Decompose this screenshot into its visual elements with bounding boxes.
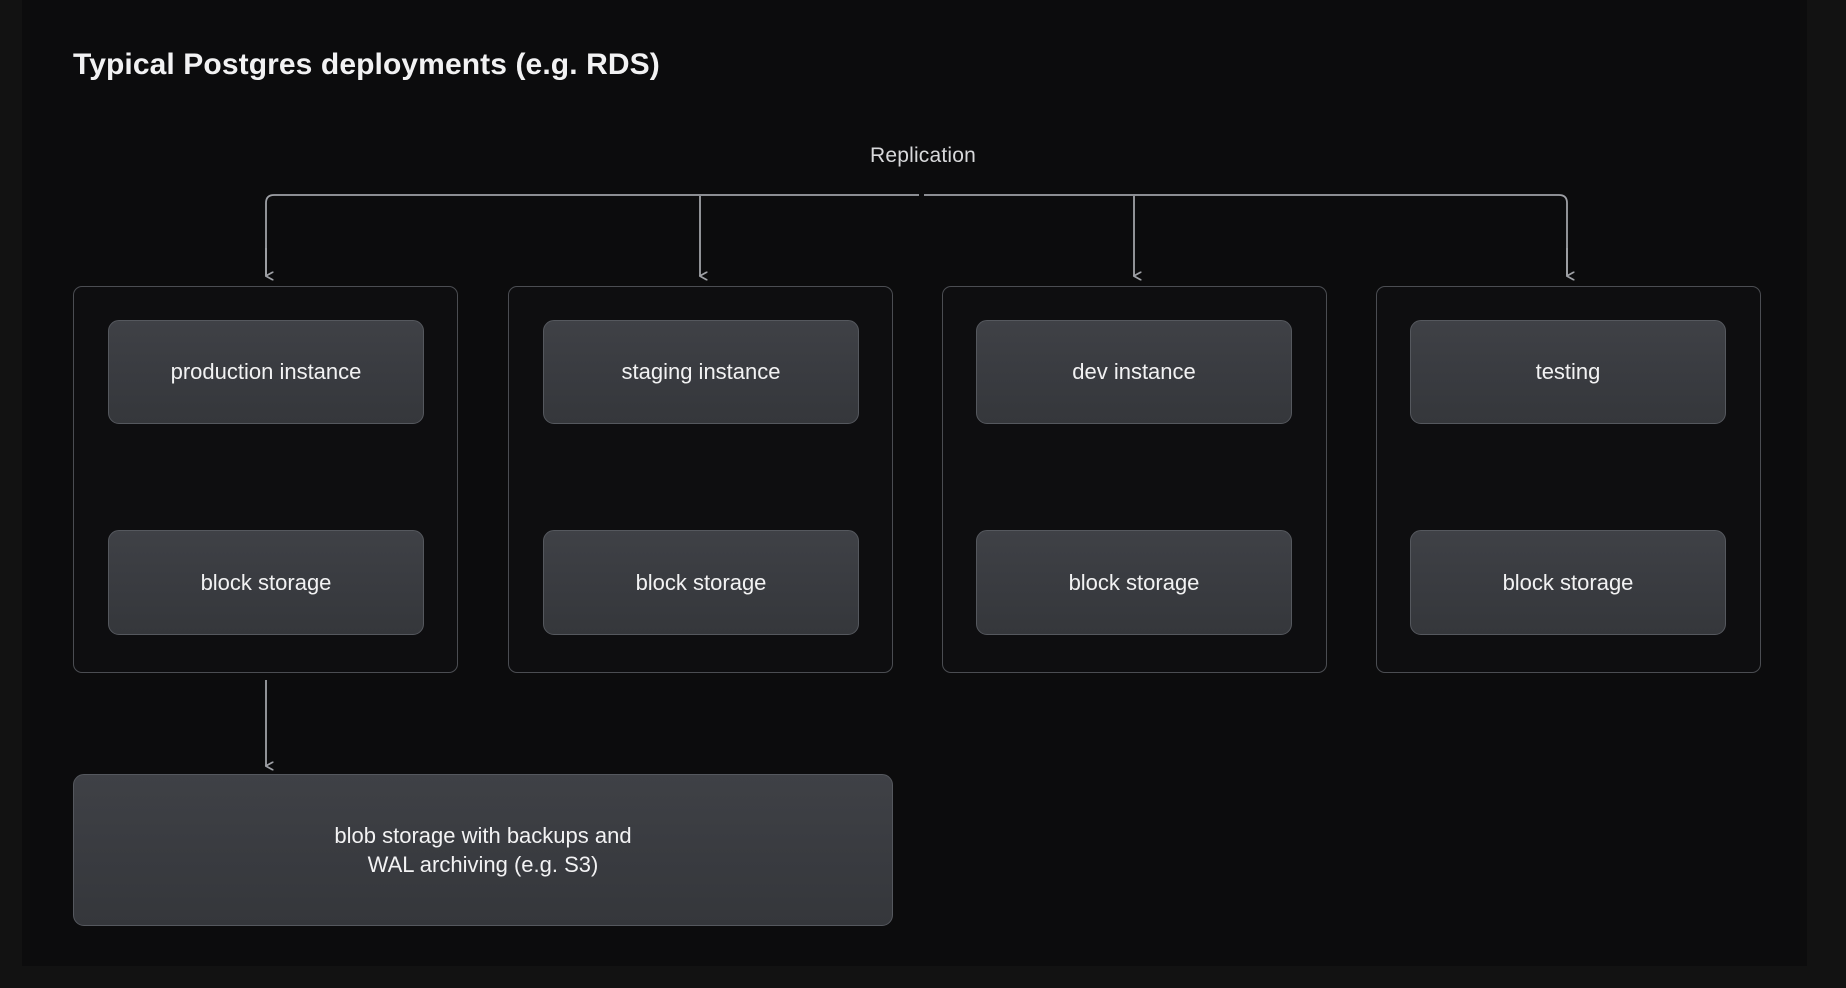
node-testing-block-storage[interactable]: block storage	[1410, 530, 1726, 635]
page-title: Typical Postgres deployments (e.g. RDS)	[73, 48, 660, 81]
node-dev-block-storage[interactable]: block storage	[976, 530, 1292, 635]
node-blob-storage[interactable]: blob storage with backups and WAL archiv…	[73, 774, 893, 926]
node-dev-instance[interactable]: dev instance	[976, 320, 1292, 424]
node-staging-instance[interactable]: staging instance	[543, 320, 859, 424]
node-testing-instance[interactable]: testing	[1410, 320, 1726, 424]
node-production-block-storage[interactable]: block storage	[108, 530, 424, 635]
node-production-instance[interactable]: production instance	[108, 320, 424, 424]
replication-label: Replication	[869, 144, 977, 167]
node-staging-block-storage[interactable]: block storage	[543, 530, 859, 635]
